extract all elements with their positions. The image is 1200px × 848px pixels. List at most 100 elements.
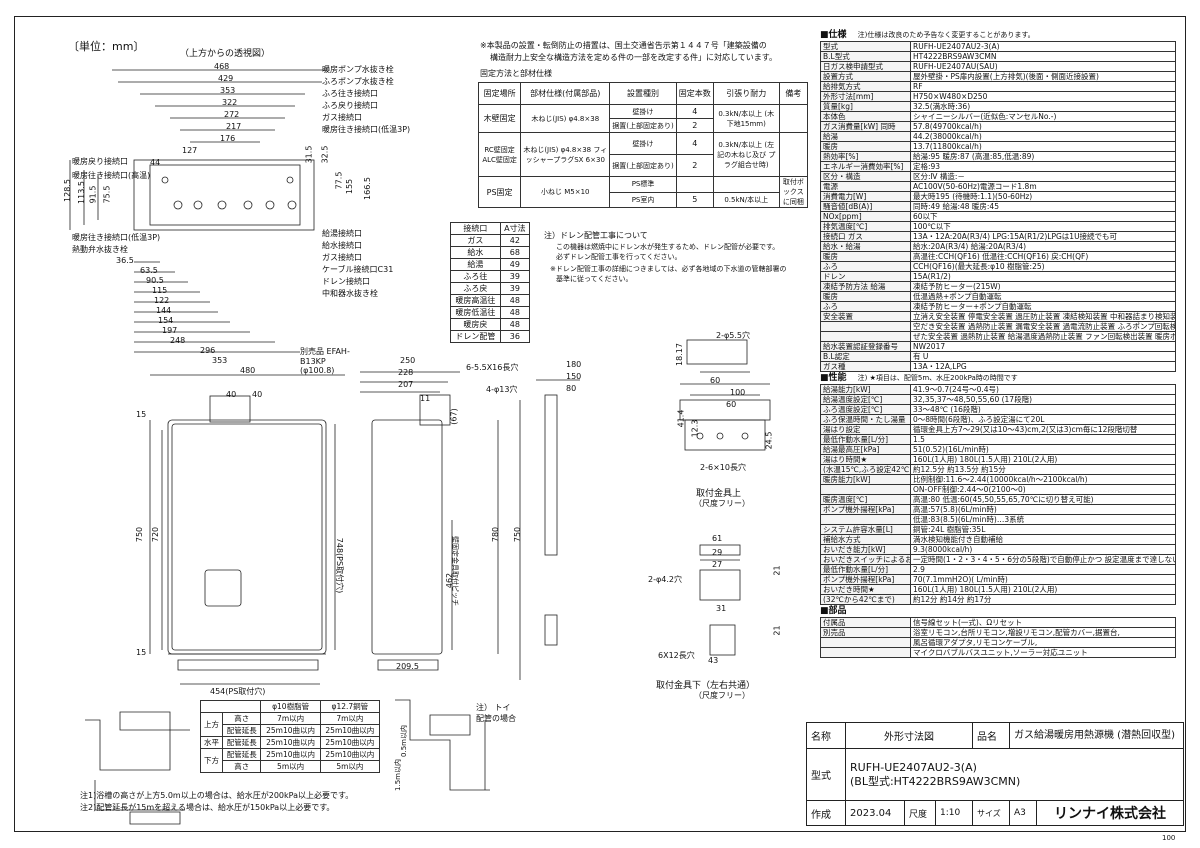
rows-label: 電源 [820, 181, 911, 192]
parts-header: ■部品 [820, 606, 1176, 617]
front-dim-748: 748(PS取付穴) [335, 537, 345, 594]
perf_rows-label: 湯はり設定 [820, 424, 911, 435]
perf_rows-value: 160L(1人用) 180L(1.5人用) 210L(2人用) [910, 584, 1176, 595]
rows-value: 給湯:95 暖房:87 (高温:85,低温:89) [910, 151, 1176, 162]
trap-note: 注） トイ配管の場合 [476, 703, 516, 723]
perf-note: 注) ★項目は、配管5m、水圧200kPa時の時間です [857, 374, 1018, 382]
fix-r1-3: 2 [675, 118, 714, 133]
rows-row: 設置方式屋外壁掛・PS扉内設置(上方排気)(後面・側面近接設置) [820, 71, 1176, 82]
bb-dim-61: 61 [712, 534, 723, 543]
tb-model-bl: (BL型式:HT4222BRS9AW3CMN) [850, 774, 1021, 788]
rows-label: 暖房 [820, 251, 911, 262]
perf_rows-label: 補給水方式 [820, 534, 911, 545]
conn-5-0: 暖房高温往 [450, 294, 501, 307]
fix-h-5: 備考 [778, 82, 809, 105]
perf_rows-row: 湯はり時間★160L(1人用) 180L(1.5人用) 210L(2人用) [820, 454, 1176, 465]
parts_rows-row: マイクロバブルバスユニット,ソーラー対応ユニット [820, 647, 1176, 658]
parts_rows-row: 別売品浴室リモコン,台所リモコン,増設リモコン,配管カバー,据置台, [820, 627, 1176, 638]
rows-row: 外形寸法[mm]H750×W480×D250 [820, 91, 1176, 102]
rows-label: 区分・構造 [820, 171, 911, 182]
fix-h-0: 固定場所 [477, 82, 522, 105]
top-view-label: （上方からの透視図） [180, 49, 271, 59]
bt-dim-18: 18.17 [674, 343, 684, 366]
fix-h-3: 固定本数 [675, 82, 714, 105]
bb-caption: 取付金具下（左右共通） [656, 681, 756, 691]
parts_rows-value: 浴室リモコン,台所リモコン,増設リモコン,配管カバー,据置台, [910, 627, 1176, 638]
perf-title: ■性能 [820, 373, 847, 383]
perf_rows-value: 9.3(8000kcal/h) [910, 544, 1176, 555]
rows-label: 接続口 ガス [820, 231, 911, 242]
fix-r2-3: 4 [675, 132, 714, 155]
perf_rows-value: 41.9～0.7(24号～0.4号) [910, 384, 1176, 395]
bb-dim-21a: 21 [772, 565, 782, 576]
bt-slot: 2-6×10長穴 [700, 463, 746, 472]
fix-r4-0: PS固定 [477, 176, 522, 208]
fix-h-1: 部材仕様(付属部品) [520, 82, 611, 105]
perf_rows-row: ポンプ機外揚程[kPa]高温:57(5.8)(6L/min時) [820, 504, 1176, 515]
rows-value: 15A(R1/2) [910, 271, 1176, 282]
conn-5-1: 48 [499, 294, 531, 307]
rows-value: 同時:49 給湯:48 暖房:45 [910, 201, 1176, 212]
vdim-1: 128.5 [62, 179, 72, 202]
perf_rows-value: 1.5 [910, 434, 1176, 445]
pipe-0-1: 高さ [221, 712, 262, 725]
perf_rows-row: システム許容水量[L]銅管:24L 樹脂管:35L [820, 524, 1176, 535]
fix-r2-1: 木ねじ(JIS) φ4.8×38 フィッシャープラグSX 6×30 [520, 132, 611, 177]
page-number: 100 [1162, 834, 1176, 842]
fix-r4-3 [675, 176, 714, 193]
conn-8-1: 36 [499, 330, 531, 343]
top-right-low-5: ドレン接続口 [322, 277, 370, 286]
rows-value: 13.7(11800kcal/h) [910, 141, 1176, 152]
fix-r0-0: 木壁固定 [477, 104, 522, 133]
perf_rows-row: 給湯能力[kW]41.9～0.7(24号～0.4号) [820, 384, 1176, 395]
perf_rows-value: 2.9 [910, 564, 1176, 575]
perf_rows-value: 比例制御:11.6～2.44(10000kcal/h～2100kcal/h) [910, 474, 1176, 485]
top-right-low-3: ガス接続口 [322, 253, 362, 262]
rows-value: 有 U [910, 351, 1176, 362]
fix-r0-2: 壁掛け [609, 104, 677, 119]
top-label-2: ふろポンプ水抜き栓 [322, 77, 394, 86]
pipe-1-1: 配管延長 [221, 724, 262, 737]
perf_rows-value: 満水検知機能付き自動補給 [910, 534, 1176, 545]
tb-model-label: 型式 [806, 748, 846, 801]
front-dim-40a: 40 [226, 390, 237, 399]
tb-made-label: 作成 [806, 800, 846, 826]
rows-label [820, 321, 911, 332]
fix-h-4: 引張り耐力 [712, 82, 780, 105]
rows-row: 区分・構造区分:Ⅳ 構造:－ [820, 171, 1176, 182]
perf_rows-row: おいだき時間★160L(1人用) 180L(1.5人用) 210L(2人用) [820, 584, 1176, 595]
spec-header: ■仕様 注)仕様は改良のため予告なく変更することがあります。 [820, 30, 1176, 41]
rows-label: 安全装置 [820, 311, 911, 322]
bb-sub: （尺度フリー） [694, 691, 750, 700]
pipe-h-0 [199, 700, 262, 713]
rows-label: 外形寸法[mm] [820, 91, 911, 102]
pipe-note-1: 注1)浴槽の高さが上方5.0m以上の場合は、給水圧が200kPa以上必要です。 [80, 791, 354, 800]
rows-value: 100℃以下 [910, 221, 1176, 232]
fix-r5-3: 5 [675, 191, 714, 208]
bb-hole: 2-φ4.2穴 [648, 575, 682, 584]
pipe-2-0: 水平 [200, 736, 223, 749]
perf_rows-row: 暖房温度[℃]高温:80 低温:60(45,50,55,65,70℃に切り替え可… [820, 494, 1176, 505]
top-label-1: 暖房ポンプ水抜き栓 [322, 65, 394, 74]
vdim-2: 113.5 [76, 181, 86, 204]
top-right-low-1: 給湯接続口 [322, 229, 362, 238]
rows-row: NOx[ppm]60以下 [820, 211, 1176, 222]
fix-r4-5: 取付ボックス に同梱 [778, 176, 809, 208]
rows-label: 質量[kg] [820, 101, 911, 112]
perf_rows-label: 湯はり時間★ [820, 454, 911, 465]
rows-value: 最大時195 (待機時:1.1)(50-60Hz) [910, 191, 1176, 202]
rows-value: 空だき安全装置 過熱防止装置 漏電安全装置 過電流防止装置 ふろポンプ回転検出装… [910, 321, 1176, 332]
rows-row: 騒音値[dB(A)]同時:49 給湯:48 暖房:45 [820, 201, 1176, 212]
fix-r0-4: 0.3kN/本以上 (木下地15mm) [712, 104, 780, 133]
bt-caption: 取付金具上 [696, 489, 742, 499]
rows-value: 給水:20A(R3/4) 給湯:20A(R3/4) [910, 241, 1176, 252]
fix-r2-5 [778, 132, 809, 177]
dim-122: 122 [154, 296, 170, 305]
fix-table: 固定場所 部材仕様(付属部品) 設置種別 固定本数 引張り耐力 備考 木壁固定 … [477, 82, 809, 208]
perf_rows-label: ポンプ機外揚程[kPa] [820, 504, 911, 515]
fix-r0-3: 4 [675, 104, 714, 119]
